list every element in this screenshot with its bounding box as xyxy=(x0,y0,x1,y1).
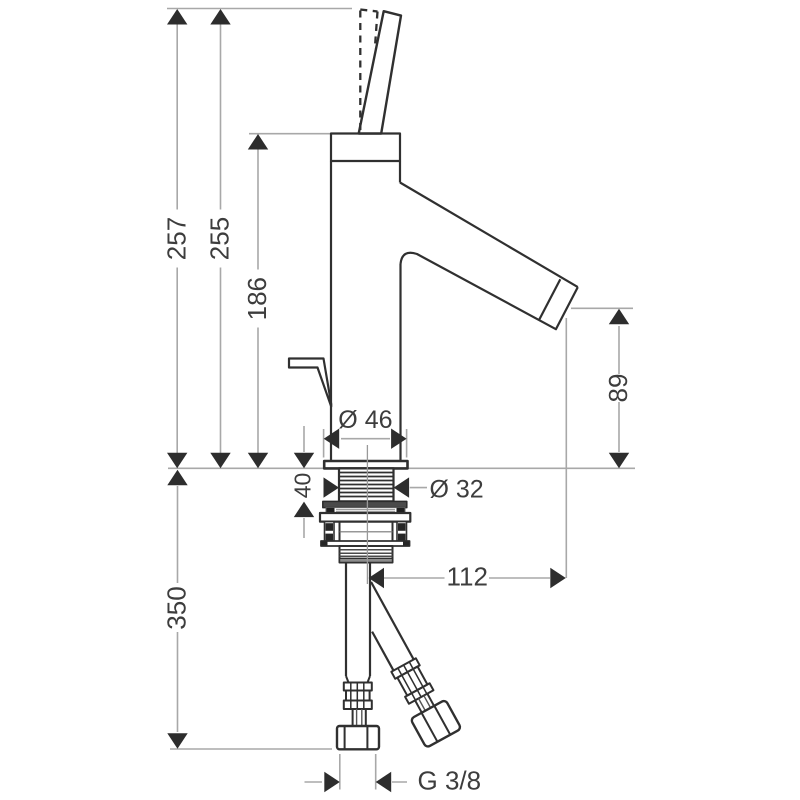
svg-text:257: 257 xyxy=(161,217,191,260)
svg-text:G 3/8: G 3/8 xyxy=(418,766,482,796)
svg-text:Ø 32: Ø 32 xyxy=(430,476,484,504)
svg-text:40: 40 xyxy=(290,473,316,499)
svg-text:112: 112 xyxy=(446,562,487,592)
svg-text:255: 255 xyxy=(205,217,235,260)
svg-text:Ø 46: Ø 46 xyxy=(338,406,392,434)
svg-text:186: 186 xyxy=(242,277,272,320)
svg-text:350: 350 xyxy=(162,586,192,629)
svg-text:89: 89 xyxy=(603,374,633,403)
